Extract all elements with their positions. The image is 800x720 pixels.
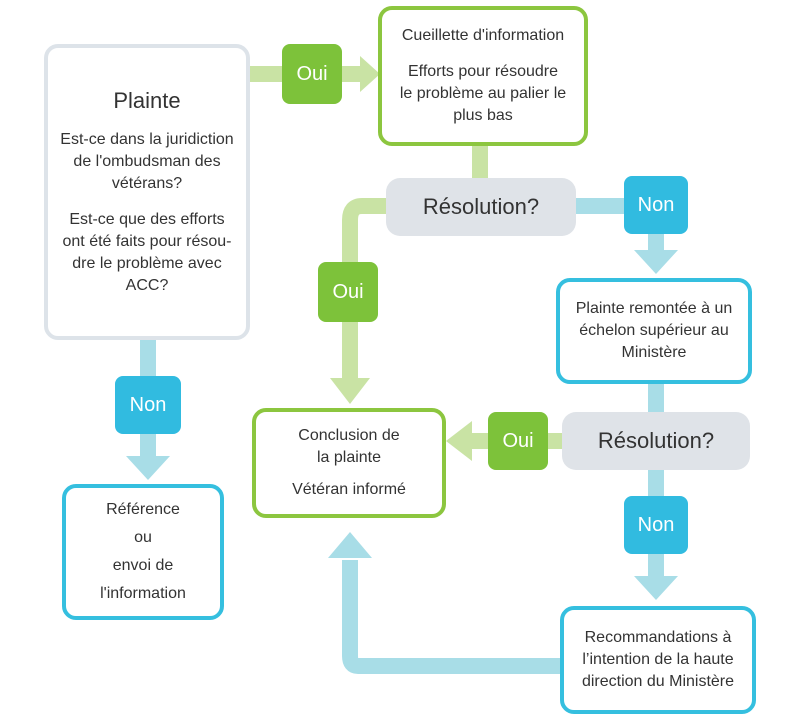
arrowhead-to-conclusion-bottom	[328, 532, 372, 558]
label-oui-resolution-to-conclusion: Oui	[318, 262, 378, 322]
recommandations-line-1: Recommandations à	[584, 629, 732, 646]
remontee-line-3: Ministère	[621, 344, 687, 361]
arrowhead-to-reference	[126, 456, 170, 480]
reference-line-3: envoi de	[112, 557, 174, 574]
resolution-decision-2: Résolution?	[562, 412, 750, 470]
cueillette-efforts-line-3: plus bas	[453, 107, 513, 124]
cueillette-line-1: Cueillette d'information	[401, 27, 565, 44]
plainte-title: Plainte	[113, 88, 181, 113]
plainte-question-1-line-2: de l'ombudsman des	[73, 153, 221, 170]
reference-line-2: ou	[134, 529, 152, 546]
plainte-question-1-line-3: vétérans?	[111, 175, 183, 192]
conclusion-veteran-informe: Vétéran informé	[292, 481, 406, 498]
connector-recommandations-to-conclusion	[342, 560, 560, 674]
arrowhead-to-conclusion-right	[446, 421, 472, 461]
connector-resolution-to-conclusion	[342, 198, 390, 380]
reference-box: Référence ou envoi de l'information	[62, 484, 224, 620]
label-non-plainte-to-reference: Non	[115, 376, 181, 434]
conclusion-line-1: Conclusion de	[298, 427, 400, 444]
recommandations-line-3: direction du Ministère	[581, 673, 735, 690]
arrowhead-to-remontee	[634, 250, 678, 274]
plainte-question-2-line-2: ont été faits pour résou-	[62, 233, 232, 250]
recommandations-line-2: l’intention de la haute	[582, 651, 734, 668]
arrowhead-to-conclusion-top	[330, 378, 370, 404]
plainte-question-2-line-1: Est-ce que des efforts	[69, 211, 225, 228]
remontee-line-2: échelon supérieur au	[579, 322, 729, 339]
cueillette-box: Cueillette d'information Efforts pour ré…	[378, 6, 588, 146]
arrowhead-to-cueillette	[360, 56, 380, 92]
cueillette-efforts-line-1: Efforts pour résoudre	[407, 63, 558, 80]
label-oui-resolution2-to-conclusion: Oui	[488, 412, 548, 470]
resolution-decision-1: Résolution?	[386, 178, 576, 236]
conclusion-box: Conclusion de la plainte Vétéran informé	[252, 408, 446, 518]
remontee-line-1: Plainte remontée à un	[575, 300, 733, 317]
recommandations-box: Recommandations à l’intention de la haut…	[560, 606, 756, 714]
label-non-resolution-to-remontee: Non	[624, 176, 688, 234]
plainte-remontee-box: Plainte remontée à un échelon supérieur …	[556, 278, 752, 384]
label-non-resolution2-to-recommandations: Non	[624, 496, 688, 554]
plainte-question-2-line-4: ACC?	[125, 277, 169, 294]
cueillette-efforts-line-2: le problème au palier le	[399, 85, 567, 102]
plainte-box: Plainte Est-ce dans la juridiction de l'…	[44, 44, 250, 340]
reference-line-1: Référence	[106, 501, 180, 518]
plainte-question-2-line-3: dre le problème avec	[72, 255, 222, 272]
reference-line-4: l'information	[100, 585, 186, 602]
label-oui-plainte-to-cueillette: Oui	[282, 44, 342, 104]
arrowhead-to-recommandations	[634, 576, 678, 600]
conclusion-line-2: la plainte	[316, 449, 382, 466]
plainte-question-1-line-1: Est-ce dans la juridiction	[60, 131, 234, 148]
